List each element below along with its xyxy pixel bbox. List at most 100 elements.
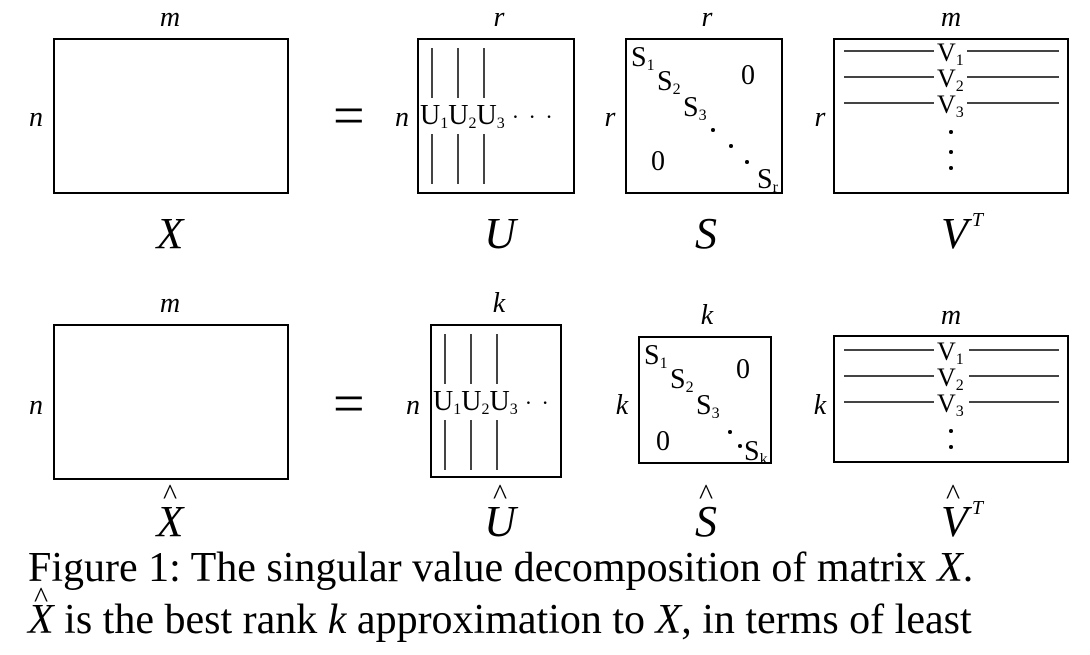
zero-upper: 0: [741, 60, 755, 91]
row-label-2: V2: [937, 363, 964, 394]
dim-label-left: n: [406, 390, 420, 421]
row-vector-line: [967, 102, 1059, 104]
equals-sign: =: [333, 85, 365, 147]
caption-var-k: k: [327, 597, 347, 643]
diag-entry-last: Sk: [744, 436, 768, 468]
caption-var-x: X: [655, 597, 682, 643]
vertical-dot: [949, 429, 953, 433]
dim-label-left: r: [604, 102, 616, 133]
matrix-shat-name: ^S: [684, 480, 728, 546]
figure-caption-line-1: Figure 1: The singular value decompositi…: [28, 544, 973, 592]
diag-dot: [711, 128, 715, 132]
ellipsis: · · ·: [511, 104, 555, 129]
caption-text: Figure 1: The singular value decompositi…: [28, 545, 938, 591]
figure-caption-line-2: ^X is the best rank k approximation to X…: [28, 581, 972, 644]
caption-var-x: X: [937, 545, 963, 591]
matrix-xhat-name: ^X: [148, 480, 192, 546]
dim-label-left: n: [395, 102, 409, 133]
column-vector-line: [496, 420, 498, 470]
vertical-dot: [949, 150, 953, 154]
column-vector-line: [496, 334, 498, 384]
row-label-3: V3: [937, 90, 964, 121]
column-vector-line: [483, 48, 485, 98]
ellipsis: · ·: [524, 390, 551, 415]
dim-label-top: r: [493, 2, 505, 33]
dim-label-left: n: [29, 390, 43, 421]
column-vector-line: [457, 134, 459, 184]
dim-label-top: m: [159, 288, 181, 319]
column-vector-line: [470, 420, 472, 470]
hat-accent: ^: [162, 478, 178, 511]
matrix-uhat-name: ^U: [478, 480, 522, 546]
matrix-name-text: X: [156, 209, 184, 258]
caption-var-xhat: ^X: [28, 581, 54, 644]
column-vector-line: [444, 334, 446, 384]
row-vector-line: [844, 349, 934, 351]
column-vector-line: [444, 420, 446, 470]
dim-label-top: m: [940, 300, 962, 331]
diag-entry-1: S1: [631, 42, 655, 74]
row-vector-line: [844, 401, 934, 403]
row-label-3: V3: [937, 389, 964, 420]
matrix-name-text: U: [484, 209, 516, 258]
dim-label-left: k: [615, 390, 629, 421]
matrix-name-text: S: [695, 209, 717, 258]
column-labels: U1U2U3 · · ·: [420, 100, 555, 132]
matrix-xhat-box: [53, 324, 289, 480]
dim-label-top: m: [159, 2, 181, 33]
matrix-name-text: S: [695, 497, 717, 546]
row-vector-line: [969, 401, 1059, 403]
matrix-u-name: U: [478, 212, 522, 256]
dim-label-left: k: [813, 390, 827, 421]
column-vector-line: [457, 48, 459, 98]
caption-text: is the best rank: [53, 597, 328, 643]
row-vector-line: [844, 102, 934, 104]
column-labels: U1U2U3 · ·: [433, 386, 551, 418]
matrix-name-text: X: [156, 497, 184, 546]
row-vector-line: [967, 76, 1059, 78]
row-vector-line: [967, 50, 1059, 52]
zero-lower: 0: [651, 146, 665, 177]
row-vector-line: [844, 375, 934, 377]
vertical-dot: [949, 445, 953, 449]
hat-accent: ^: [945, 478, 961, 511]
matrix-shat-box: S1 S2 S3 0 0 Sk: [638, 336, 772, 468]
matrix-s-name: S: [684, 212, 728, 256]
caption-text: , in terms of least: [681, 597, 972, 643]
dim-label-top: r: [701, 2, 713, 33]
column-vector-line: [470, 334, 472, 384]
diag-entry-2: S2: [657, 66, 681, 98]
matrix-vt-box: V1 V2 V3: [833, 38, 1069, 194]
diag-entry-3: S3: [696, 390, 720, 422]
row-label-1: V1: [937, 38, 964, 69]
matrix-name-text: V: [940, 497, 968, 546]
diag-entry-last: Sr: [757, 164, 778, 196]
zero-lower: 0: [656, 426, 670, 457]
matrix-name-text: U: [484, 497, 516, 546]
matrix-x-box: [53, 38, 289, 194]
hat-accent: ^: [698, 478, 714, 511]
diag-dot: [745, 160, 749, 164]
matrix-vthat-box: V1 V2 V3: [833, 335, 1069, 463]
dim-label-top: k: [700, 300, 714, 331]
vertical-dot: [949, 130, 953, 134]
diag-entry-3: S3: [683, 92, 707, 124]
row-vector-line: [844, 76, 934, 78]
caption-text: approximation to: [346, 597, 656, 643]
matrix-u-box: U1U2U3 · · ·: [417, 38, 575, 194]
diag-entry-2: S2: [670, 364, 694, 396]
dim-label-top: k: [492, 288, 506, 319]
column-vector-line: [431, 48, 433, 98]
column-vector-line: [431, 134, 433, 184]
dim-label-left: n: [29, 102, 43, 133]
row-label-2: V2: [937, 64, 964, 95]
row-vector-line: [969, 349, 1059, 351]
hat-accent: ^: [34, 581, 49, 614]
hat-accent: ^: [492, 478, 508, 511]
matrix-uhat-box: U1U2U3 · ·: [430, 324, 562, 478]
transpose-superscript: T: [971, 209, 983, 232]
diag-dot: [738, 444, 742, 448]
diag-dot: [729, 144, 733, 148]
matrix-name-text: V: [940, 209, 968, 258]
